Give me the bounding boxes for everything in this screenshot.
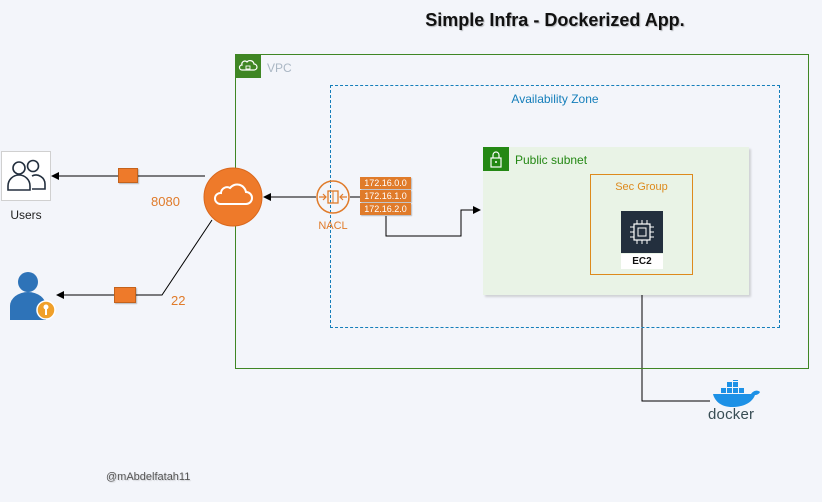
ec2-chip-icon [621, 211, 663, 253]
route-entry: 172.16.1.0 [360, 190, 411, 202]
security-group-label: Sec Group [615, 181, 668, 193]
gateway-cloud-icon [202, 166, 264, 228]
author-credit: @mAbdelfatah11 [106, 471, 191, 483]
envelope-icon [118, 168, 138, 183]
security-group-container [590, 174, 693, 275]
nacl-icon [315, 179, 351, 215]
docker-label: docker [708, 406, 755, 423]
route-entry: 172.16.0.0 [360, 177, 411, 189]
admin-key-icon [8, 270, 56, 322]
line-route-subnet [385, 206, 481, 237]
ec2-label: EC2 [621, 254, 663, 269]
nacl-label: NACL [318, 220, 348, 232]
users-icon [1, 151, 51, 201]
availability-zone-label: Availability Zone [511, 92, 599, 106]
port-8080-label: 8080 [151, 194, 180, 209]
users-label: Users [10, 208, 42, 222]
route-entry: 172.16.2.0 [360, 203, 411, 215]
public-subnet-container [483, 147, 749, 295]
vpc-label: VPC [267, 61, 292, 75]
lock-icon [483, 147, 509, 171]
diagram-title: Simple Infra - Dockerized App. [425, 10, 685, 30]
availability-zone-container [330, 85, 780, 328]
line-docker-ec2 [638, 271, 710, 402]
vpc-cloud-icon [235, 54, 261, 78]
port-22-label: 22 [171, 293, 186, 308]
docker-whale-icon [711, 376, 763, 408]
public-subnet-label: Public subnet [515, 153, 588, 167]
line-gateway-admin [56, 219, 213, 299]
envelope-icon [114, 287, 136, 303]
